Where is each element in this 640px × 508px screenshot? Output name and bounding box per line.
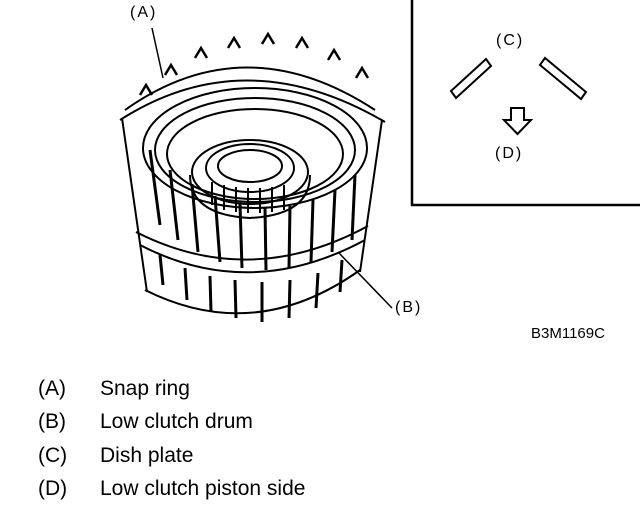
callout-b: (B) — [395, 299, 423, 316]
arrow-down-icon — [501, 107, 534, 136]
legend-key: (D) — [38, 477, 68, 501]
legend-item: (C) Dish plate — [38, 439, 438, 473]
legend-item: (D) Low clutch piston side — [38, 473, 438, 507]
drum-hub — [191, 139, 309, 205]
legend-item: (A) Snap ring — [38, 372, 438, 406]
detail-box — [410, 0, 640, 207]
drum-upper-band — [119, 79, 386, 123]
low-clutch-drum-illustration — [119, 0, 640, 322]
dish-plate-section — [449, 56, 588, 101]
legend: (A) Snap ring (B) Low clutch drum (C) Di… — [38, 372, 438, 506]
callout-c: (C) — [496, 32, 525, 49]
figure: (A) (C) (D) (B) B3M1169C — [119, 0, 640, 342]
snap-ring — [142, 87, 368, 209]
figure-code: B3M1169C — [531, 325, 605, 342]
drum-mid-band — [135, 225, 369, 261]
drum-lower-edge — [144, 269, 361, 315]
legend-item: (B) Low clutch drum — [38, 406, 438, 440]
legend-label: Low clutch piston side — [100, 477, 306, 501]
legend-key: (C) — [38, 443, 68, 467]
drum-outer-rim — [124, 66, 376, 111]
legend-key: (A) — [38, 376, 66, 400]
legend-key: (B) — [38, 410, 66, 434]
callout-b-leader — [337, 251, 393, 309]
legend-label: Snap ring — [100, 376, 190, 400]
legend-label: Low clutch drum — [100, 410, 253, 434]
callout-a-leader — [151, 27, 164, 79]
callout-d: (D) — [495, 145, 524, 162]
callout-a: (A) — [130, 4, 158, 21]
legend-label: Dish plate — [100, 443, 194, 467]
